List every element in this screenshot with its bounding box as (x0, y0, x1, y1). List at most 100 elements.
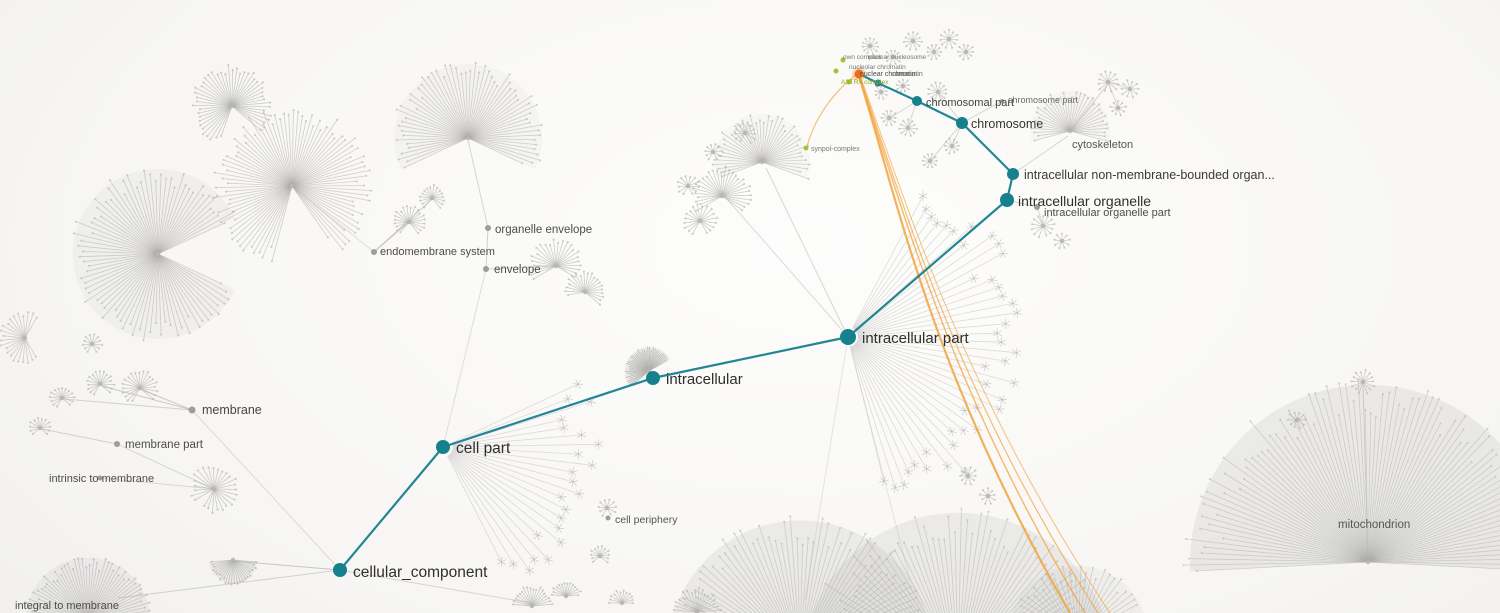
collapsed-subtree-fan[interactable] (874, 85, 888, 100)
node-intrinsic-to-membrane[interactable] (97, 475, 103, 481)
label-organelle-envelope[interactable]: organelle envelope (495, 224, 592, 236)
collapsed-subtree-fan[interactable] (86, 370, 116, 396)
label-intrinsic-to-membrane[interactable]: intrinsic to membrane (49, 473, 154, 485)
label-intracellular-non-membrane-bounded-organelle[interactable]: intracellular non-membrane-bounded organ… (1024, 168, 1275, 182)
label-intracellular-part[interactable]: intracellular part (862, 330, 970, 347)
label-own-complex[interactable]: own complex (843, 54, 882, 61)
collapsed-subtree-fan[interactable] (28, 416, 52, 436)
node-chromosome-part[interactable] (1000, 99, 1004, 103)
label-astra-complex[interactable]: ASTRA complex (841, 79, 889, 86)
label-chromosomal-part[interactable]: chromosomal part (926, 97, 1014, 109)
collapsed-subtree-fan[interactable] (590, 545, 611, 564)
label-membrane[interactable]: membrane (202, 403, 262, 417)
node-chromatin-junction[interactable] (874, 79, 882, 87)
label-cellular-component[interactable]: cellular_component (353, 564, 488, 581)
collapsed-subtree-fan[interactable] (0, 311, 38, 364)
node-membrane-part[interactable] (114, 441, 120, 447)
collapsed-subtree-fan[interactable] (943, 137, 960, 155)
collapsed-subtree-fan[interactable] (121, 370, 159, 402)
collapsed-subtree-fan[interactable] (676, 175, 701, 195)
node-intracellular-organelle-part[interactable] (1034, 204, 1040, 210)
label-envelope[interactable]: envelope (494, 264, 541, 276)
collapsed-subtree-fan[interactable] (895, 78, 910, 94)
collapsed-subtree-fan[interactable] (1350, 368, 1376, 395)
collapsed-subtree-fan[interactable] (530, 238, 582, 281)
label-synpol-complex[interactable]: synpol-complex (811, 146, 860, 153)
collapsed-subtree-fan[interactable] (926, 44, 943, 61)
collapsed-subtree-fan[interactable] (190, 466, 238, 514)
label-nuclear-chromatin[interactable]: nuclear chromatin (860, 71, 916, 78)
node-intracellular[interactable] (646, 371, 660, 385)
collapsed-subtree-fan[interactable] (550, 582, 582, 599)
label-intracellular[interactable]: intracellular (666, 371, 743, 388)
collapsed-subtree-fan[interactable] (48, 387, 76, 408)
node-envelope[interactable] (483, 266, 489, 272)
label-mitochondrion[interactable]: mitochondrion (1338, 519, 1410, 531)
collapsed-subtree-fan[interactable] (861, 37, 880, 56)
collapsed-subtree-fan[interactable] (939, 28, 959, 49)
node-membrane[interactable] (188, 406, 196, 414)
node-cell-part[interactable] (436, 440, 450, 454)
collapsed-subtree-fan[interactable] (211, 108, 373, 263)
label-cell-part[interactable]: cell part (456, 440, 511, 457)
collapsed-subtree-fan[interactable] (395, 61, 543, 169)
label-membrane-part[interactable]: membrane part (125, 439, 204, 451)
collapsed-subtree-fan[interactable] (711, 114, 811, 180)
node-endomembrane-system[interactable] (371, 249, 377, 255)
node-cellular-component[interactable] (333, 563, 347, 577)
collapsed-subtree-fan[interactable] (683, 203, 719, 236)
collapsed-subtree-fan[interactable] (1011, 565, 1147, 613)
collapsed-subtree-fan[interactable] (607, 589, 634, 606)
collapsed-subtree-fan[interactable] (191, 64, 272, 141)
collapsed-subtree-fan[interactable] (1030, 91, 1111, 143)
collapsed-subtree-fan[interactable] (692, 165, 753, 212)
collapsed-subtree-fan[interactable] (81, 333, 104, 353)
collapsed-subtree-fan[interactable] (597, 498, 618, 518)
collapsed-subtree-fan[interactable] (624, 346, 668, 386)
collapsed-subtree-fan[interactable] (1109, 100, 1128, 117)
collapsed-subtree-fan[interactable] (1097, 70, 1120, 93)
collapsed-subtree-fan[interactable] (978, 487, 996, 505)
node-chromatin[interactable] (854, 69, 864, 79)
collapsed-subtree-fan[interactable] (959, 466, 977, 486)
collapsed-subtree-fan[interactable] (704, 143, 723, 161)
node-intracellular-part[interactable] (840, 329, 856, 345)
collapsed-subtree-fan[interactable] (1286, 411, 1307, 430)
node-synpol-complex[interactable] (803, 145, 809, 151)
label-cytoskeleton[interactable]: cytoskeleton (1072, 139, 1133, 151)
label-integral-to-membrane[interactable]: integral to membrane (15, 600, 119, 612)
collapsed-subtree-fan[interactable] (511, 586, 554, 609)
collapsed-subtree-fan[interactable] (564, 270, 605, 306)
node-astra-complex[interactable] (846, 79, 852, 85)
collapsed-subtree-fan[interactable] (1120, 79, 1140, 99)
label-intracellular-organelle-part[interactable]: intracellular organelle part (1044, 207, 1171, 219)
node-intracellular-organelle[interactable] (1000, 193, 1014, 207)
node-chromosome[interactable] (956, 117, 968, 129)
collapsed-subtree-fan[interactable] (72, 169, 236, 342)
label-nuclear-nucleosome[interactable]: nuclear nucleosome (868, 54, 927, 61)
collapsed-subtree-fan[interactable] (880, 109, 897, 127)
node-intracellular-non-membrane-bounded-organelle[interactable] (1007, 168, 1019, 180)
label-cell-periphery[interactable]: cell periphery (615, 514, 678, 526)
collapsed-subtree-fan[interactable] (1182, 378, 1500, 573)
collapsed-subtree-fan[interactable] (672, 586, 722, 613)
collapsed-subtree-fan[interactable] (921, 152, 938, 169)
label-chromosome[interactable]: chromosome (971, 117, 1043, 131)
label-chromatin[interactable]: chromatin (892, 71, 923, 78)
node-cell-periphery[interactable] (605, 515, 611, 521)
collapsed-subtree-fan[interactable] (447, 379, 604, 576)
node-nuclear-nucleosome[interactable] (840, 57, 846, 63)
collapsed-subtree-fan[interactable] (1030, 215, 1056, 239)
collapsed-subtree-fan[interactable] (734, 121, 756, 144)
label-nucleolar-chromatin[interactable]: nucleolar chromatin (849, 64, 906, 71)
collapsed-subtree-fan[interactable] (803, 507, 1109, 613)
collapsed-subtree-fan[interactable] (25, 557, 151, 613)
node-organelle-envelope[interactable] (485, 225, 491, 231)
label-intracellular-organelle[interactable]: intracellular organelle (1018, 193, 1151, 209)
label-chromosome-part[interactable]: chromosome part (1008, 95, 1079, 105)
collapsed-subtree-fan[interactable] (1053, 232, 1072, 250)
label-endomembrane-system[interactable]: endomembrane system (380, 246, 495, 258)
collapsed-subtree-fan[interactable] (898, 118, 919, 137)
collapsed-subtree-fan[interactable] (210, 557, 258, 586)
